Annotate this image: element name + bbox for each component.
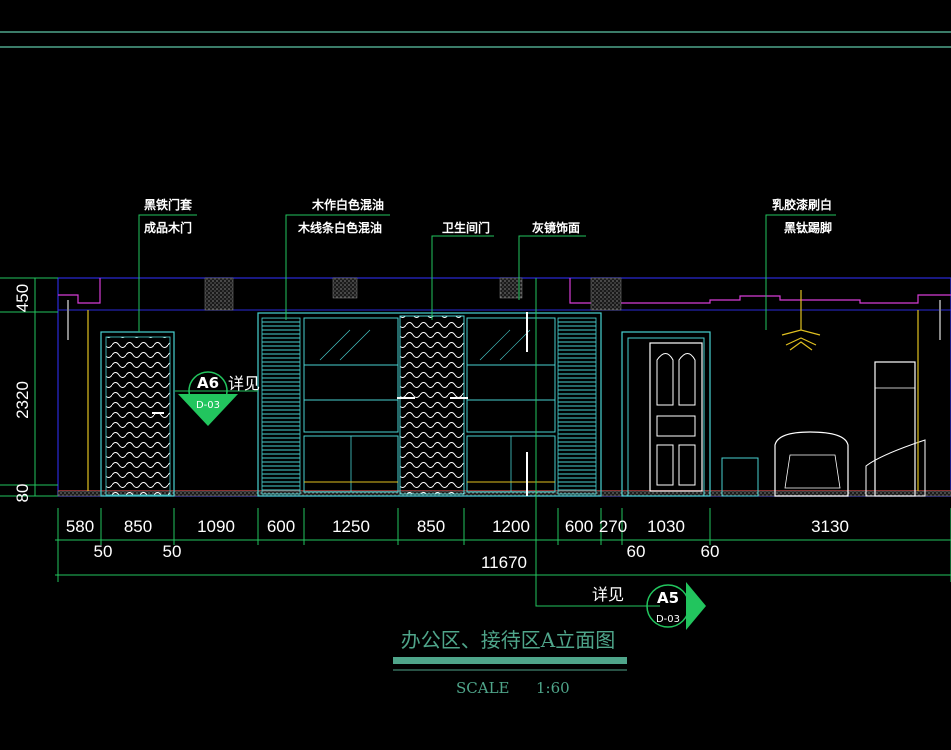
dim-50a: 50: [94, 542, 113, 561]
reception-furniture: [721, 300, 941, 497]
callout-a5: A5 D-03 详见: [535, 278, 706, 630]
ceiling-profile: [58, 277, 951, 311]
sheet-border: [0, 31, 951, 48]
annotations: 黑铁门套 成品木门 木作白色混油 木线条白色混油 卫生间门 灰镜饰面 乳胶漆刷白…: [144, 197, 832, 235]
dim-1200: 1200: [492, 517, 530, 536]
cabinet-wall: [257, 312, 602, 497]
wall-outline: [57, 277, 951, 497]
callout-a6: A6 D-03 详见: [175, 371, 260, 426]
callout-a6-sheet: D-03: [196, 400, 220, 411]
annotation-black-door-frame: 黑铁门套: [144, 197, 193, 212]
dim-1030: 1030: [647, 517, 685, 536]
scale-value: 1:60: [536, 679, 570, 697]
dim-wall-height: 2320: [13, 381, 32, 419]
dim-1250: 1250: [332, 517, 370, 536]
annotation-grey-mirror: 灰镜饰面: [532, 220, 580, 235]
left-door: [100, 331, 175, 497]
dim-60b: 60: [701, 542, 720, 561]
dim-600b: 600: [565, 517, 593, 536]
dim-270: 270: [599, 517, 627, 536]
dim-1090: 1090: [197, 517, 235, 536]
chandelier: [781, 290, 821, 351]
dim-600a: 600: [267, 517, 295, 536]
dim-60a: 60: [627, 542, 646, 561]
callout-a5-note: 详见: [592, 585, 624, 604]
horizontal-dimension-lines: [55, 508, 951, 582]
annotation-wood-trim-paint: 木线条白色混油: [297, 220, 382, 235]
annotation-toilet-door: 卫生间门: [442, 220, 490, 235]
callout-a5-id: A5: [657, 589, 679, 607]
callout-a5-sheet: D-03: [656, 614, 680, 625]
dim-50b: 50: [163, 542, 182, 561]
dim-skirting-height: 80: [13, 484, 32, 503]
toilet-door: [621, 331, 711, 497]
vertical-dimensions: 450 2320 80: [0, 277, 58, 503]
leader-lines: [138, 214, 836, 332]
dim-850a: 850: [124, 517, 152, 536]
annotation-skirting: 黑钛踢脚: [784, 220, 832, 235]
scale-label: SCALE: [456, 679, 510, 697]
dim-850b: 850: [417, 517, 445, 536]
drawing-title-block: 办公区、接待区A立面图 SCALE 1:60: [393, 628, 627, 697]
annotation-latex-paint: 乳胶漆刷白: [772, 197, 832, 212]
left-wall-sconce: [67, 300, 89, 491]
dim-3130: 3130: [811, 517, 849, 536]
drawing-title: 办公区、接待区A立面图: [401, 628, 615, 652]
annotation-cabinet-paint: 木作白色混油: [311, 197, 384, 212]
dim-580: 580: [66, 517, 94, 536]
callout-a6-note: 详见: [228, 374, 260, 393]
dim-ceiling-height: 450: [13, 284, 32, 312]
annotation-wood-door: 成品木门: [144, 220, 192, 235]
dim-total: 11670: [481, 553, 527, 572]
callout-a6-id: A6: [197, 374, 219, 392]
horizontal-dimension-texts: 580 850 1090 600 1250 850 1200 600 270 1…: [66, 517, 849, 572]
